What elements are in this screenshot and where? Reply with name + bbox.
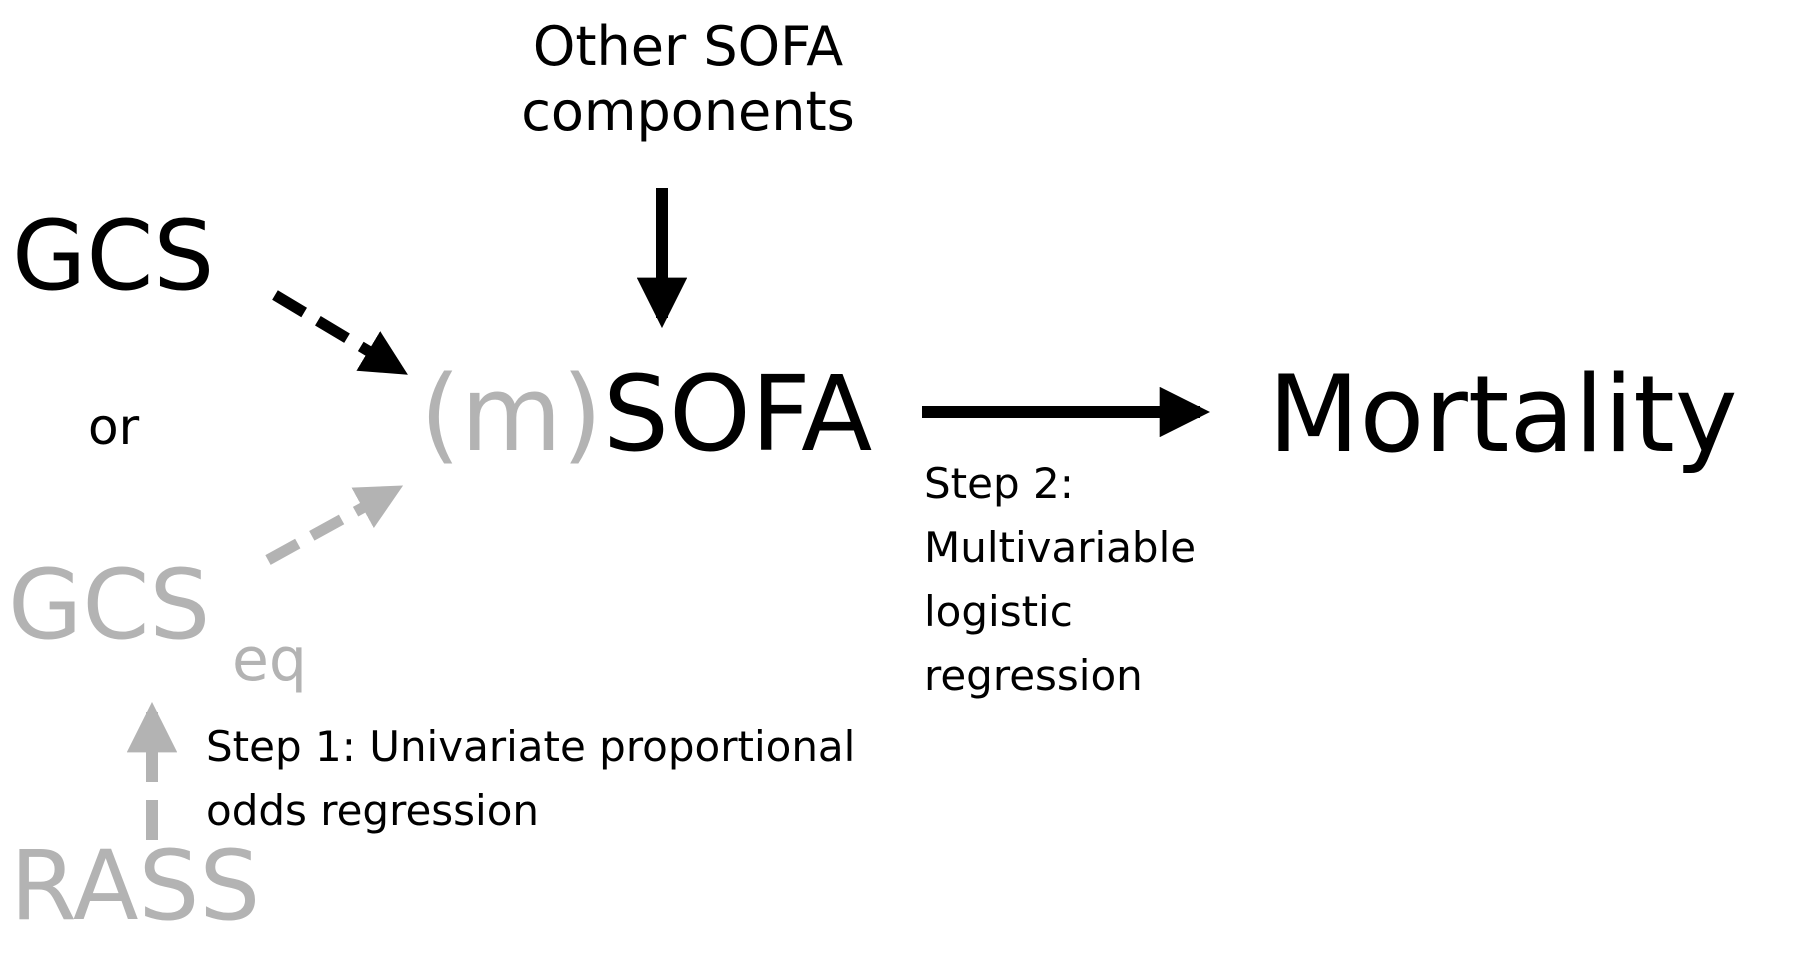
m-prefix-label: (m)	[420, 353, 603, 475]
or-label: or	[88, 398, 140, 456]
rass-label: RASS	[10, 830, 261, 942]
mortality-label: Mortality	[1268, 353, 1738, 476]
sofa-label: SOFA	[603, 353, 873, 475]
gcs-eq-subscript: eq	[232, 625, 307, 695]
gcs-eq-label: GCS	[8, 549, 211, 661]
arrow-gcseq-to-sofa	[265, 485, 404, 565]
arrow-gcs-to-sofa	[272, 290, 408, 375]
gcs-label: GCS	[12, 200, 215, 312]
